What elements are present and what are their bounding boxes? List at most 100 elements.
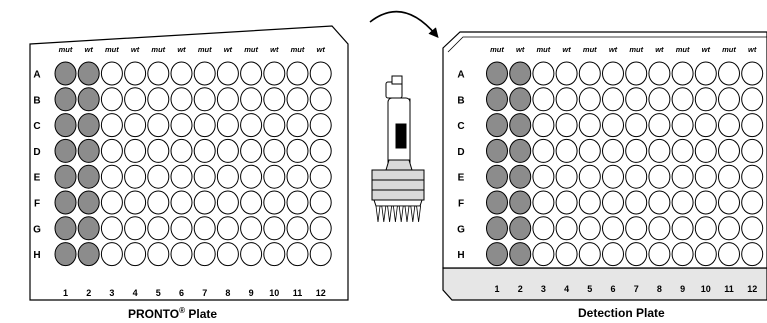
well-empty [742,191,763,214]
column-header-label: mut [490,45,504,54]
well-empty [649,114,670,137]
row-label: D [457,147,464,158]
column-header-label: wt [655,45,664,54]
column-header-label: mut [722,45,736,54]
well-empty [556,88,577,111]
well-empty [695,88,716,111]
well-empty [125,62,146,85]
well-empty [310,88,331,111]
well-empty [101,62,122,85]
well-empty [101,165,122,188]
well-empty [742,165,763,188]
well-empty [719,88,740,111]
well-empty [649,243,670,266]
well-empty [194,88,215,111]
well-empty [649,191,670,214]
well-empty [264,88,285,111]
well-filled [487,243,508,266]
well-empty [217,114,238,137]
well-empty [579,217,600,240]
column-header-label: wt [748,45,757,54]
well-filled [78,191,99,214]
row-label: B [457,95,464,106]
well-empty [241,114,262,137]
well-empty [310,114,331,137]
column-header-label: mut [198,45,212,54]
well-empty [287,191,308,214]
row-label: E [34,173,41,184]
column-number: 7 [634,284,639,294]
well-empty [125,165,146,188]
well-empty [533,165,554,188]
pronto-plate: mutwtmutwtmutwtmutwtmutwtmutwt ABCDEFGH … [30,26,348,300]
well-empty [649,62,670,85]
well-empty [626,217,647,240]
column-number: 4 [564,284,569,294]
well-empty [310,191,331,214]
column-header-label: wt [609,45,618,54]
column-header-label: wt [702,45,711,54]
well-empty [626,165,647,188]
well-empty [194,217,215,240]
well-filled [510,88,531,111]
well-empty [626,139,647,162]
well-empty [719,191,740,214]
well-empty [101,88,122,111]
well-filled [78,62,99,85]
detection-plate-caption: Detection Plate [578,306,665,320]
column-header-label: wt [131,45,140,54]
row-label: A [33,70,40,81]
well-empty [556,62,577,85]
column-number: 11 [724,284,734,294]
pipette-tip [399,206,403,222]
well-empty [556,217,577,240]
well-empty [556,165,577,188]
well-empty [194,62,215,85]
well-empty [217,217,238,240]
well-empty [579,165,600,188]
pipette-tip [411,206,415,222]
well-empty [171,191,192,214]
well-empty [101,114,122,137]
well-empty [719,114,740,137]
well-empty [672,62,693,85]
well-filled [510,114,531,137]
well-filled [487,88,508,111]
column-header-label: wt [177,45,186,54]
well-empty [579,243,600,266]
well-empty [672,217,693,240]
well-empty [695,165,716,188]
well-empty [241,88,262,111]
well-empty [194,165,215,188]
well-empty [603,217,624,240]
column-number: 8 [225,288,230,298]
well-empty [264,165,285,188]
well-filled [510,243,531,266]
well-empty [171,217,192,240]
well-empty [672,114,693,137]
well-empty [194,243,215,266]
pipette-tip [376,206,380,222]
column-header-label: mut [105,45,119,54]
well-empty [148,191,169,214]
well-empty [148,139,169,162]
column-header-label: wt [85,45,94,54]
well-filled [510,217,531,240]
well-filled [55,191,76,214]
well-empty [695,191,716,214]
well-empty [287,62,308,85]
well-empty [603,191,624,214]
well-empty [217,88,238,111]
well-empty [626,62,647,85]
well-empty [533,88,554,111]
well-filled [55,217,76,240]
well-filled [55,114,76,137]
well-empty [695,243,716,266]
well-empty [310,62,331,85]
well-filled [487,217,508,240]
well-empty [241,243,262,266]
row-label: G [457,224,465,235]
column-header-label: wt [270,45,279,54]
well-empty [217,243,238,266]
well-empty [556,139,577,162]
